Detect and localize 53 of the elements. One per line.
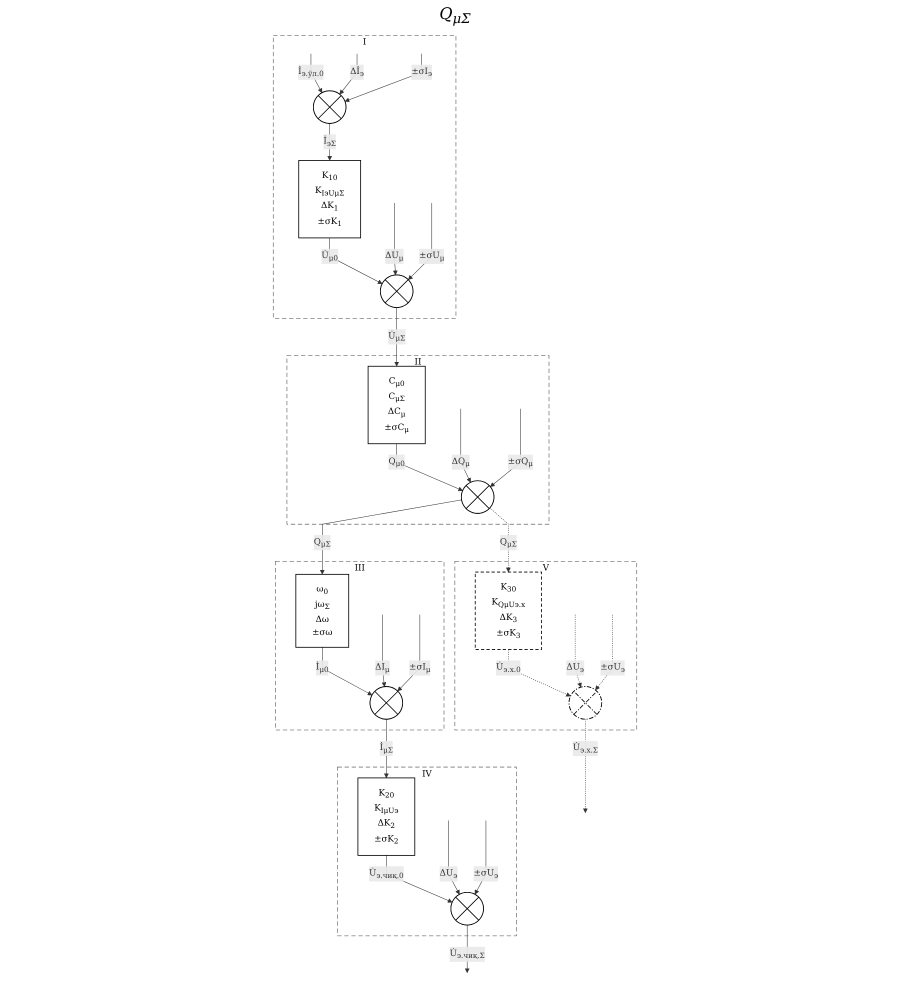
edge-label: ΔQ$_{μ}$ (452, 454, 470, 470)
edge-label: U̇$_{μ0}$ (321, 248, 338, 264)
edge-label: İ$_{μ0}$ (316, 660, 329, 676)
block-box: K$_{10}$ K$_{IэUμΣ}$ ΔK$_{1}$ ±σK$_{1}$ (298, 160, 362, 238)
edge-label: U̇$_{э.x.0}$ (496, 660, 521, 676)
edge-label: ±σU$_{э}$ (600, 660, 625, 676)
arrow (340, 54, 358, 95)
edge-label: U̇$_{μΣ}$ (388, 329, 406, 345)
block-box: ω$_{0}$ jω$_{Σ}$ Δω ±σω (295, 574, 350, 648)
arrow (583, 719, 588, 814)
edge-label: ±σI$_{э}$ (411, 64, 432, 80)
edge-label: İ$_{μΣ}$ (380, 741, 393, 756)
summing-junction (370, 686, 404, 720)
summing-junction (568, 686, 602, 720)
edge-label: ΔU$_{э}$ (566, 660, 584, 676)
arrow (397, 614, 420, 692)
signal-label: Q$_{μΣ}$ (439, 4, 471, 28)
edge-label: Q$_{μΣ}$ (500, 535, 517, 551)
edge-label: U̇$_{э.чиқ.Σ}$ (450, 946, 485, 962)
arrow (574, 614, 582, 688)
arrow (394, 307, 400, 367)
arrow (329, 238, 382, 284)
arrow (396, 444, 463, 492)
edge-label: ΔU$_{μ}$ (385, 248, 404, 264)
arrow (322, 647, 372, 696)
block-box: K$_{20}$ K$_{IμUэ}$ ΔK$_{2}$ ±σK$_{2}$ (358, 778, 416, 856)
summing-junction (313, 90, 346, 124)
arrow (460, 408, 471, 483)
edge-label: ±σQ$_{μ}$ (508, 454, 533, 470)
edge-label: İ$_{э.ўл.0}$ (298, 64, 324, 80)
edge-label: İ$_{эΣ}$ (323, 134, 336, 150)
block-box: K$_{30}$ K$_{QμUэ.x}$ ΔK$_{3}$ ±σK$_{3}$ (474, 572, 542, 650)
arrow (344, 54, 422, 102)
edge-label: ΔI$_{μ}$ (375, 660, 390, 676)
summing-junction (450, 892, 484, 926)
edge-label: Q$_{μ0}$ (388, 454, 405, 470)
arrow (320, 500, 462, 575)
edge-label: ±σU$_{μ}$ (419, 248, 444, 264)
edge-label: ΔU$_{э}$ (440, 866, 458, 882)
arrow (392, 202, 398, 276)
edge-label: Δİ$_{э}$ (350, 64, 364, 80)
summing-junction (380, 274, 414, 308)
arrow (448, 820, 460, 895)
edge-label: Q$_{μΣ}$ (314, 535, 331, 551)
block-box: C$_{μ0}$ C$_{μΣ}$ ΔC$_{μ}$ ±σC$_{μ}$ (368, 366, 426, 444)
summing-junction (460, 480, 494, 514)
edge-label: ±σI$_{μ}$ (409, 660, 431, 676)
arrow (490, 508, 511, 572)
edge-label: U̇$_{э.чиқ.0}$ (369, 866, 404, 882)
edge-label: U̇$_{э.x.Σ}$ (572, 741, 598, 756)
arrow (384, 719, 389, 778)
edge-label: ±σU$_{э}$ (474, 866, 498, 882)
arrow (382, 614, 386, 688)
